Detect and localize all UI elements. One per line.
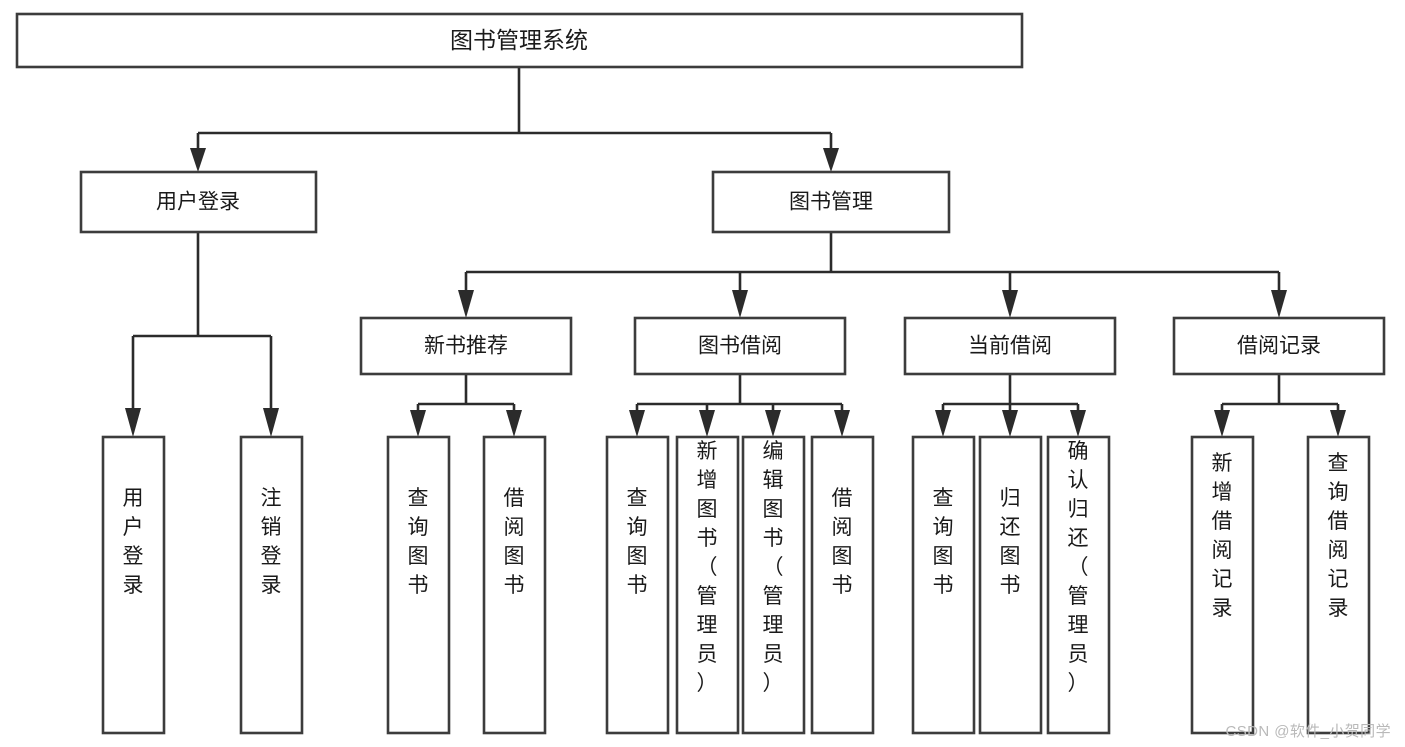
node-book-management-box[interactable]: [711, 170, 951, 234]
node-borrow-record[interactable]: 借阅记录: [1172, 316, 1386, 376]
node-book-management[interactable]: 图书管理: [711, 170, 951, 234]
arrow-head-leaf-borrow-book-2: [834, 410, 850, 437]
node-user-login-box[interactable]: [79, 170, 318, 234]
node-leaf-add-record-label: 新增借阅记录: [1212, 452, 1233, 620]
node-leaf-logout-box[interactable]: [239, 435, 304, 735]
node-leaf-confirm-return-box[interactable]: [1046, 435, 1111, 735]
node-leaf-query-book-3-label: 查询图书: [933, 487, 954, 597]
node-leaf-borrow-book-2-box[interactable]: [810, 435, 875, 735]
csdn-watermark: CSDN @软件_小贺同学: [1225, 723, 1391, 740]
node-leaf-confirm-return[interactable]: 确认归还（管理员）: [1046, 435, 1111, 735]
node-leaf-query-book-3-box[interactable]: [911, 435, 976, 735]
arrow-head-leaf-add-record: [1214, 410, 1230, 437]
node-root[interactable]: 图书管理系统: [15, 12, 1024, 69]
node-user-login-label: 用户登录: [156, 191, 240, 214]
node-leaf-query-book-2[interactable]: 查询图书: [605, 435, 670, 735]
node-leaf-add-book-label: 新增图书（管理员）: [697, 440, 718, 695]
node-borrow-record-label: 借阅记录: [1237, 335, 1321, 358]
node-leaf-user-login[interactable]: 用户登录: [101, 435, 166, 735]
arrow-head-leaf-query-book-1: [410, 410, 426, 437]
node-book-borrow-box[interactable]: [633, 316, 847, 376]
node-root-box[interactable]: [15, 12, 1024, 69]
arrow-head-borrow-record: [1271, 290, 1287, 318]
node-leaf-borrow-book-2-label: 借阅图书: [832, 487, 853, 597]
node-leaf-query-book-2-box[interactable]: [605, 435, 670, 735]
node-leaf-query-record[interactable]: 查询借阅记录: [1306, 435, 1371, 735]
node-leaf-query-book-3[interactable]: 查询图书: [911, 435, 976, 735]
arrow-head-leaf-borrow-book-1: [506, 410, 522, 437]
node-leaf-edit-book-label: 编辑图书（管理员）: [763, 440, 784, 695]
node-leaf-borrow-book-1-box[interactable]: [482, 435, 547, 735]
node-leaf-add-record-box[interactable]: [1190, 435, 1255, 735]
node-leaf-logout-label: 注销登录: [261, 487, 282, 597]
arrow-head-leaf-edit-book: [765, 410, 781, 437]
node-book-borrow[interactable]: 图书借阅: [633, 316, 847, 376]
node-leaf-return-book-label: 归还图书: [1000, 487, 1021, 597]
arrow-head-leaf-user-login: [125, 408, 141, 437]
node-leaf-logout[interactable]: 注销登录: [239, 435, 304, 735]
node-leaf-query-book-2-label: 查询图书: [627, 487, 648, 597]
connector-layer: [125, 67, 1346, 437]
arrow-head-book-borrow: [732, 290, 748, 318]
arrow-head-book-management: [823, 148, 839, 172]
node-leaf-user-login-box[interactable]: [101, 435, 166, 735]
node-leaf-query-book-1-label: 查询图书: [408, 487, 429, 597]
node-leaf-borrow-book-1-label: 借阅图书: [504, 487, 525, 597]
node-leaf-edit-book[interactable]: 编辑图书（管理员）: [741, 435, 806, 735]
node-leaf-query-book-1[interactable]: 查询图书: [386, 435, 451, 735]
arrow-head-leaf-add-book: [699, 410, 715, 437]
arrow-head-leaf-query-book-3: [935, 410, 951, 437]
node-current-borrow[interactable]: 当前借阅: [903, 316, 1117, 376]
node-book-borrow-label: 图书借阅: [698, 335, 782, 358]
arrow-head-current-borrow: [1002, 290, 1018, 318]
node-new-book-recommend-box[interactable]: [359, 316, 573, 376]
node-leaf-query-book-1-box[interactable]: [386, 435, 451, 735]
node-leaf-user-login-label: 用户登录: [123, 487, 144, 597]
node-borrow-record-box[interactable]: [1172, 316, 1386, 376]
node-root-label: 图书管理系统: [450, 27, 588, 53]
arrow-head-leaf-query-book-2: [629, 410, 645, 437]
node-leaf-return-book-box[interactable]: [978, 435, 1043, 735]
arrow-head-leaf-query-record: [1330, 410, 1346, 437]
node-leaf-confirm-return-label: 确认归还（管理员）: [1068, 440, 1089, 695]
node-leaf-add-record[interactable]: 新增借阅记录: [1190, 435, 1255, 735]
node-leaf-return-book[interactable]: 归还图书: [978, 435, 1043, 735]
node-leaf-add-book-box[interactable]: [675, 435, 740, 735]
node-book-management-label: 图书管理: [789, 191, 873, 214]
node-leaf-borrow-book-2[interactable]: 借阅图书: [810, 435, 875, 735]
node-new-book-recommend-label: 新书推荐: [424, 335, 508, 358]
arrow-head-leaf-logout: [263, 408, 279, 437]
arrow-head-user-login: [190, 148, 206, 172]
node-leaf-edit-book-box[interactable]: [741, 435, 806, 735]
node-leaf-query-record-box[interactable]: [1306, 435, 1371, 735]
arrow-head-leaf-confirm-return: [1070, 410, 1086, 437]
node-current-borrow-label: 当前借阅: [968, 335, 1052, 358]
node-new-book-recommend[interactable]: 新书推荐: [359, 316, 573, 376]
node-leaf-query-record-label: 查询借阅记录: [1328, 452, 1349, 620]
arrow-head-new-book-recommend: [458, 290, 474, 318]
node-leaf-borrow-book-1[interactable]: 借阅图书: [482, 435, 547, 735]
node-current-borrow-box[interactable]: [903, 316, 1117, 376]
node-leaf-add-book[interactable]: 新增图书（管理员）: [675, 435, 740, 735]
arrow-head-leaf-return-book: [1002, 410, 1018, 437]
node-user-login[interactable]: 用户登录: [79, 170, 318, 234]
